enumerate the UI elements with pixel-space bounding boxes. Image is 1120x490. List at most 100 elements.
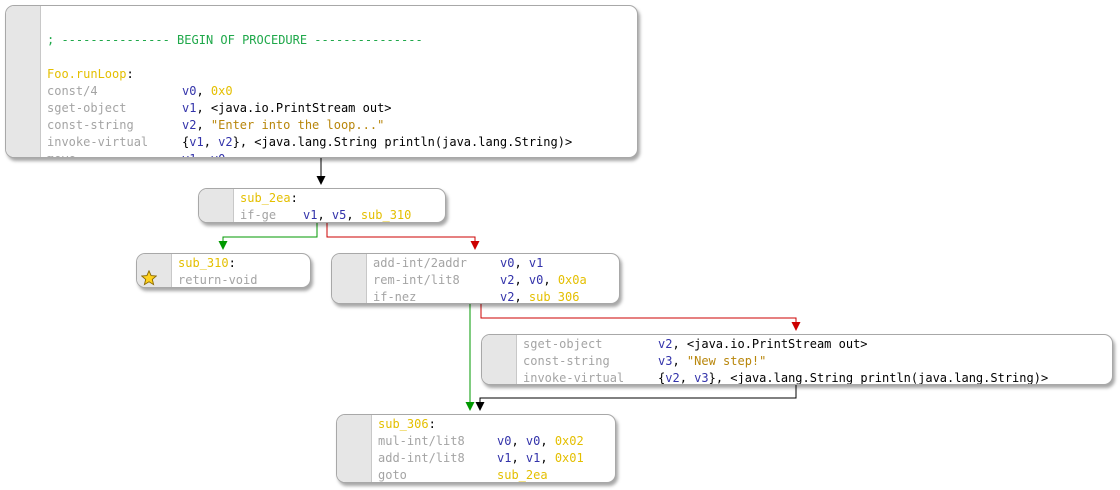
punctuation: , — [196, 118, 211, 132]
code-line: const-string v3, "New step!" — [523, 353, 1048, 370]
block-sub-310[interactable]: sub_310:return-void — [136, 253, 311, 288]
string-literal: "Enter into the loop..." — [210, 118, 385, 132]
star-icon — [141, 270, 157, 286]
arrowhead — [316, 176, 326, 185]
block-gutter — [6, 6, 41, 157]
register: v0 — [211, 152, 225, 157]
block-gutter — [199, 189, 234, 222]
opcode: const/4 — [47, 84, 98, 98]
opcode: const-string — [523, 354, 610, 368]
code-line: invoke-virtual{v1, v2}, <java.lang.Strin… — [47, 134, 572, 151]
arrowhead — [470, 241, 480, 250]
code-line: sub_306: — [378, 416, 584, 433]
punctuation: }, — [708, 371, 731, 385]
label-ref[interactable]: sub_310 — [360, 208, 412, 222]
code-lines: ; --------------- BEGIN OF PROCEDURE ---… — [47, 15, 572, 157]
punctuation: , — [514, 256, 529, 270]
punctuation: : — [228, 256, 236, 270]
punctuation: , — [514, 290, 529, 304]
number-literal: 0x0a — [557, 273, 587, 287]
punctuation: , — [196, 101, 211, 115]
opcode: add-int/2addr — [373, 256, 467, 270]
edge-loop-body-to-sub-306 — [465, 304, 475, 411]
register: v2 — [500, 290, 515, 304]
number-literal: 0x0 — [210, 84, 233, 98]
string-literal: "New step!" — [686, 354, 767, 368]
class-ref: <java.lang.String println(java.lang.Stri… — [730, 371, 1049, 385]
code-line: sub_310: — [178, 255, 236, 272]
block-gutter — [332, 254, 367, 303]
punctuation: , — [511, 451, 526, 465]
opcode: mul-int/lit8 — [378, 434, 465, 448]
edge-main-to-sub-2ea — [316, 158, 326, 185]
register: v1 — [303, 208, 318, 222]
punctuation: , — [196, 152, 210, 157]
block-sub-306[interactable]: sub_306:mul-int/lit8 v0, v0, 0x02 add-int/… — [336, 414, 616, 483]
register: v0 — [182, 84, 197, 98]
register: v3 — [694, 371, 709, 385]
arrowhead — [465, 402, 475, 411]
arrowhead — [791, 322, 801, 331]
punctuation: , — [203, 135, 219, 149]
punctuation: }, — [232, 135, 255, 149]
label-ref[interactable]: Foo.runLoop — [47, 67, 127, 81]
label-ref[interactable]: sub_2ea — [497, 468, 548, 482]
number-literal: 0x02 — [554, 434, 584, 448]
code-line: invoke-virtual{v2, v3}, <java.lang.Strin… — [523, 370, 1049, 385]
edge-sub-2ea-to-loop-body — [326, 223, 480, 250]
opcode: rem-int/lit8 — [373, 273, 460, 287]
register: v3 — [658, 354, 673, 368]
code-line: sub_2ea: — [240, 190, 411, 207]
label-ref[interactable]: sub_2ea — [240, 191, 291, 205]
punctuation: , — [672, 354, 687, 368]
punctuation: , — [540, 434, 555, 448]
edge-sub-2ea-to-sub-310 — [218, 223, 318, 250]
opcode: if-nez — [373, 290, 417, 304]
punctuation: { — [182, 135, 190, 149]
register: v0 — [528, 273, 544, 287]
code-line: goto sub_2ea — [378, 467, 584, 482]
register: v2 — [218, 135, 233, 149]
opcode: goto — [378, 468, 407, 482]
arrowhead — [218, 241, 228, 250]
punctuation: , — [672, 337, 687, 351]
opcode: if-ge — [240, 208, 277, 222]
code-line: Foo.runLoop: — [47, 66, 572, 83]
punctuation: , — [543, 273, 558, 287]
block-procedure-entry[interactable]: ; --------------- BEGIN OF PROCEDURE ---… — [5, 5, 638, 158]
register: v1 — [497, 451, 512, 465]
opcode: sget-object — [47, 101, 127, 115]
opcode: invoke-virtual — [47, 135, 149, 149]
code-lines: sub_310:return-void — [178, 255, 258, 287]
punctuation: , — [540, 451, 555, 465]
register: v0 — [500, 256, 515, 270]
label-ref[interactable]: sub_306 — [378, 417, 429, 431]
register: v1 — [189, 135, 204, 149]
code-line — [47, 15, 572, 32]
label-ref[interactable]: sub_310 — [178, 256, 229, 270]
label-ref[interactable]: sub_306 — [528, 290, 580, 304]
opcode: const-string — [47, 118, 134, 132]
register: v0 — [497, 434, 512, 448]
register: v1 — [182, 101, 197, 115]
register: v1 — [528, 256, 544, 270]
punctuation: , — [346, 208, 361, 222]
punctuation: : — [126, 67, 134, 81]
code-line: return-void — [178, 273, 258, 287]
opcode: move — [47, 151, 182, 157]
punctuation: { — [658, 371, 666, 385]
register: v2 — [665, 371, 680, 385]
register: v0 — [525, 434, 541, 448]
